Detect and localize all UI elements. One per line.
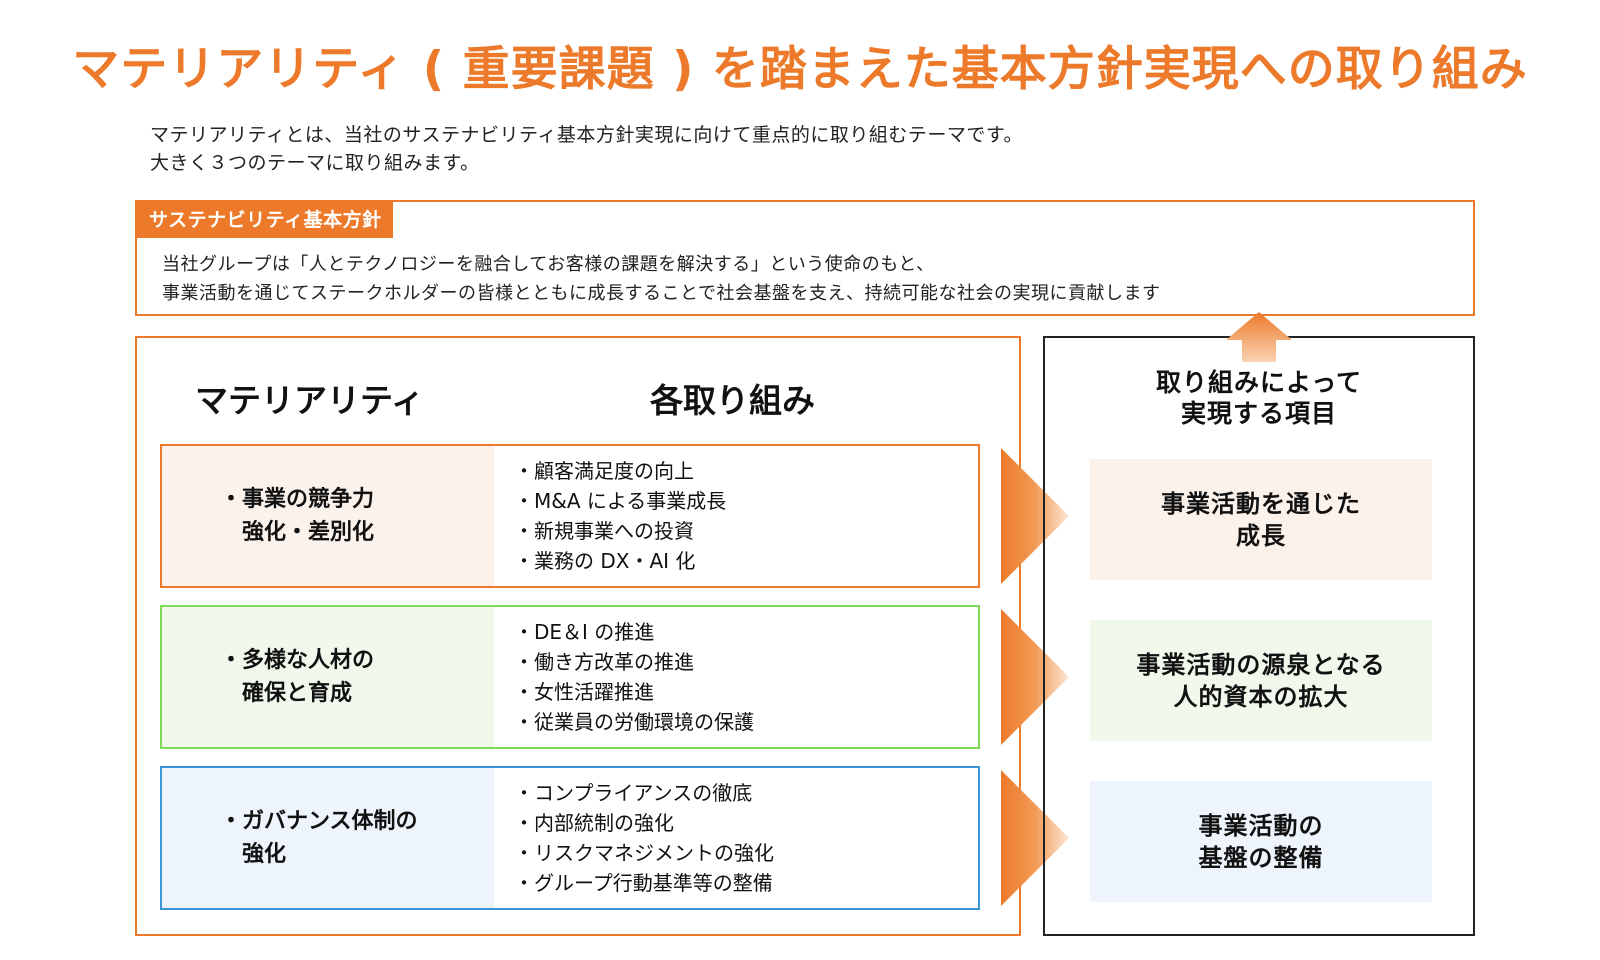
up-arrow-icon <box>1226 312 1292 362</box>
initiative-list: ・DE＆I の推進 ・働き方改革の推進 ・女性活躍推進 ・従業員の労働環境の保護 <box>514 617 754 737</box>
initiatives-header: 各取り組み <box>650 381 815 420</box>
policy-label: サステナビリティ基本方針 <box>137 202 394 238</box>
materiality-label: 強化 <box>220 842 287 867</box>
materiality-row-governance: ・ガバナンス体制の 強化 ・コンプライアンスの徹底 ・内部統制の強化 ・リスクマ… <box>160 766 980 910</box>
result-human-capital: 事業活動の源泉となる 人的資本の拡大 <box>1090 620 1432 741</box>
intro-line-1: マテリアリティとは、当社のサステナビリティ基本方針実現に向けて重点的に取り組むテ… <box>150 124 1023 146</box>
materiality-row-talent: ・多様な人材の 確保と育成 ・DE＆I の推進 ・働き方改革の推進 ・女性活躍推… <box>160 605 980 749</box>
initiative-item: ・DE＆I の推進 <box>514 620 655 644</box>
right-arrow-icon <box>1001 609 1069 745</box>
page-title: マテリアリティ ( 重要課題 ) を踏まえた基本方針実現への取り組み <box>72 42 1528 97</box>
result-line: 基盤の整備 <box>1198 843 1324 872</box>
result-foundation: 事業活動の 基盤の整備 <box>1090 781 1432 902</box>
result-line: 事業活動の <box>1198 811 1324 840</box>
initiative-item: ・内部統制の強化 <box>514 811 674 835</box>
intro-line-2: 大きく３つのテーマに取り組みます。 <box>150 152 480 174</box>
initiative-list: ・顧客満足度の向上 ・M&A による事業成長 ・新規事業への投資 ・業務の DX… <box>514 456 726 576</box>
initiative-item: ・リスクマネジメントの強化 <box>514 841 774 865</box>
initiative-item: ・働き方改革の推進 <box>514 650 694 674</box>
initiative-item: ・グループ行動基準等の整備 <box>514 871 773 895</box>
result-line: 事業活動の源泉となる <box>1136 650 1386 679</box>
materiality-label: ・ガバナンス体制の <box>220 809 418 834</box>
materiality-label: 確保と育成 <box>220 681 353 706</box>
initiative-item: ・顧客満足度の向上 <box>514 459 694 483</box>
materiality-cell: ・事業の競争力 強化・差別化 <box>162 446 494 586</box>
results-header: 取り組みによって 実現する項目 <box>1043 367 1475 429</box>
initiative-item: ・業務の DX・AI 化 <box>514 549 696 573</box>
policy-line-2: 事業活動を通じてステークホルダーの皆様とともに成長することで社会基盤を支え、持続… <box>162 283 1161 304</box>
materiality-row-competitiveness: ・事業の競争力 強化・差別化 ・顧客満足度の向上 ・M&A による事業成長 ・新… <box>160 444 980 588</box>
materiality-header: マテリアリティ <box>195 381 425 420</box>
sustainability-policy-box: サステナビリティ基本方針 当社グループは「人とテクノロジーを融合してお客様の課題… <box>135 200 1475 316</box>
initiative-item: ・女性活躍推進 <box>514 680 654 704</box>
result-line: 人的資本の拡大 <box>1173 682 1349 711</box>
result-growth: 事業活動を通じた 成長 <box>1090 459 1432 580</box>
results-header-line-2: 実現する項目 <box>1180 399 1337 428</box>
results-header-line-1: 取り組みによって <box>1155 368 1362 397</box>
initiative-item: ・従業員の労働環境の保護 <box>514 710 754 734</box>
policy-text: 当社グループは「人とテクノロジーを融合してお客様の課題を解決する」という使命のも… <box>162 250 1160 308</box>
right-arrow-icon <box>1001 448 1069 584</box>
policy-line-1: 当社グループは「人とテクノロジーを融合してお客様の課題を解決する」という使命のも… <box>162 254 935 275</box>
materiality-label: 強化・差別化 <box>220 520 375 545</box>
initiative-item: ・新規事業への投資 <box>514 519 694 543</box>
materiality-cell: ・多様な人材の 確保と育成 <box>162 607 494 747</box>
intro-text: マテリアリティとは、当社のサステナビリティ基本方針実現に向けて重点的に取り組むテ… <box>150 121 1023 177</box>
materiality-label: ・多様な人材の <box>220 648 375 673</box>
materiality-label: ・事業の競争力 <box>220 487 375 512</box>
initiative-list: ・コンプライアンスの徹底 ・内部統制の強化 ・リスクマネジメントの強化 ・グルー… <box>514 778 774 898</box>
materiality-cell: ・ガバナンス体制の 強化 <box>162 768 494 908</box>
result-line: 事業活動を通じた <box>1161 489 1361 518</box>
initiative-item: ・M&A による事業成長 <box>514 489 727 513</box>
result-line: 成長 <box>1236 521 1286 550</box>
right-arrow-icon <box>1001 770 1069 906</box>
initiative-item: ・コンプライアンスの徹底 <box>514 781 753 805</box>
